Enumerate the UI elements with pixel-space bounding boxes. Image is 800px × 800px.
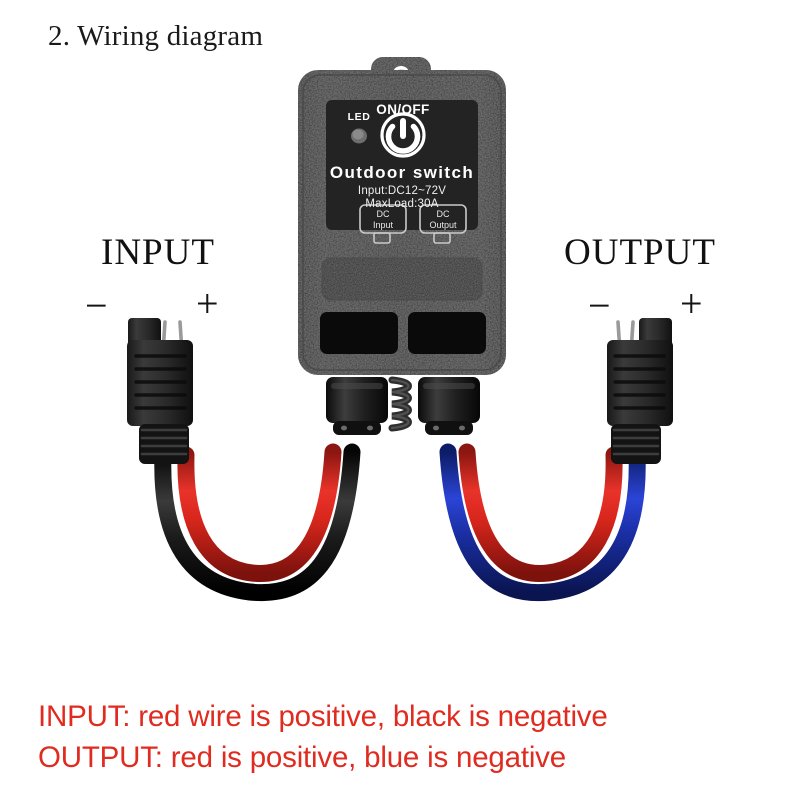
recessed-panel-bar [322,258,482,300]
output-negative-wire [439,443,646,602]
led-indicator [351,128,367,144]
dc-output-label-line2: Output [429,220,457,230]
dc-output-label-line1: DC [437,209,450,219]
dc-input-label-line1: DC [377,209,390,219]
cable-gland-input [326,377,388,435]
dc-input-port-badge [359,204,407,244]
dc-input-label-line2: Input [373,220,394,230]
strain-relief-input [139,424,189,464]
page-title: 2. Wiring diagram [48,20,264,52]
led-label: LED [348,111,371,123]
output-negative-sign: − [588,283,611,328]
output-side-label: OUTPUT [564,232,716,273]
output-positive-sign: + [680,281,703,326]
recessed-panel-right [408,312,486,354]
output-sae-connector [607,318,673,464]
input-negative-wire [154,443,361,602]
strain-relief-output [611,424,661,464]
recessed-panel-left [320,312,398,354]
outdoor-switch-device [298,57,506,375]
input-positive-sign: + [196,281,219,326]
device-name: Outdoor switch [330,163,474,182]
caption-output-polarity: OUTPUT: red is positive, blue is negativ… [38,741,566,774]
power-label: ON/OFF [376,102,429,117]
input-sae-connector [127,318,193,464]
input-side-label: INPUT [101,232,215,273]
output-positive-wire [458,443,623,582]
power-button[interactable] [380,112,426,158]
cable-gland-output [418,377,480,435]
device-spec-input: Input:DC12~72V [358,185,446,197]
coil-spring-antenna [388,376,412,432]
dc-output-port-badge [419,204,467,244]
input-positive-wire [177,443,342,582]
caption-input-polarity: INPUT: red wire is positive, black is ne… [38,700,608,733]
device-spec-load: MaxLoad:30A [365,198,438,210]
input-negative-sign: − [85,283,108,328]
